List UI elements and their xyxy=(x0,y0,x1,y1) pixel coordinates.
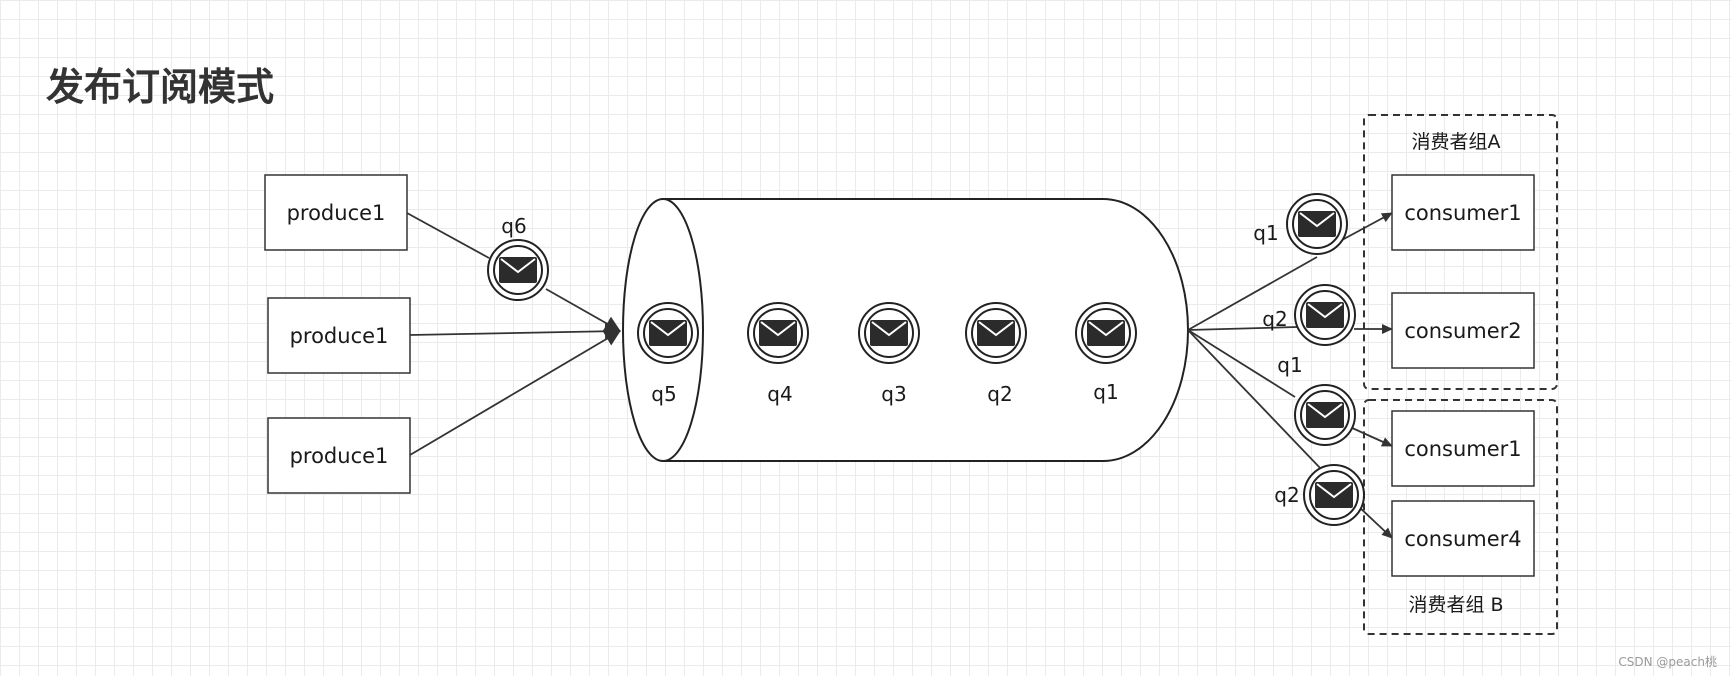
delivery-edge xyxy=(1187,329,1323,471)
consumer-box: consumer4 xyxy=(1391,500,1535,577)
consumer-label: consumer2 xyxy=(1404,319,1521,343)
envelope-icon xyxy=(869,319,909,347)
message-node xyxy=(1303,464,1365,526)
envelope-icon xyxy=(1314,481,1354,509)
producer-box: produce1 xyxy=(267,297,411,374)
consumer-group: 消费者组 B xyxy=(1363,399,1558,635)
envelope-icon xyxy=(1086,319,1126,347)
consumer-group: 消费者组A xyxy=(1363,114,1558,390)
message-node xyxy=(747,302,809,364)
consumer-box: consumer1 xyxy=(1391,410,1535,487)
envelope-icon xyxy=(758,319,798,347)
delivery-edge xyxy=(1357,505,1393,539)
consumer-label: consumer4 xyxy=(1404,527,1521,551)
message-label: q6 xyxy=(501,214,526,238)
page-title: 发布订阅模式 xyxy=(46,65,275,109)
message-label: q2 xyxy=(1274,483,1299,507)
message-label: q4 xyxy=(767,382,792,406)
message-node xyxy=(487,239,549,301)
delivery-edge xyxy=(1187,256,1318,331)
watermark: CSDN @peach桃 xyxy=(1618,655,1717,669)
delivery-edge xyxy=(1341,212,1393,241)
delivery-edge xyxy=(1187,329,1296,398)
message-label: q1 xyxy=(1093,380,1118,404)
consumer-box: consumer2 xyxy=(1391,292,1535,369)
message-node xyxy=(965,302,1027,364)
envelope-icon xyxy=(648,319,688,347)
producer-edge xyxy=(545,288,621,332)
consumer-group-label: 消费者组 B xyxy=(1408,594,1503,616)
message-label: q2 xyxy=(987,382,1012,406)
message-label: q5 xyxy=(651,382,676,406)
consumer-box: consumer1 xyxy=(1391,174,1535,251)
message-label: q1 xyxy=(1253,221,1278,245)
envelope-icon xyxy=(498,256,538,284)
producer-label: produce1 xyxy=(290,324,389,348)
envelope-icon xyxy=(1305,301,1345,329)
message-label: q2 xyxy=(1262,307,1287,331)
consumer-label: consumer1 xyxy=(1404,437,1521,461)
envelope-icon xyxy=(1297,210,1337,238)
message-node xyxy=(637,302,699,364)
producer-edge xyxy=(406,212,490,259)
producer-label: produce1 xyxy=(290,444,389,468)
envelope-icon xyxy=(976,319,1016,347)
delivery-edge xyxy=(1349,426,1393,447)
message-node xyxy=(1294,284,1356,346)
producer-box: produce1 xyxy=(267,417,411,494)
message-node xyxy=(1294,384,1356,446)
message-node xyxy=(858,302,920,364)
producer-edge xyxy=(409,330,621,456)
consumer-group-label: 消费者组A xyxy=(1412,131,1501,153)
producer-box: produce1 xyxy=(264,174,408,251)
message-node xyxy=(1075,302,1137,364)
delivery-edge xyxy=(1187,326,1298,331)
producer-label: produce1 xyxy=(287,201,386,225)
message-node xyxy=(1286,193,1348,255)
envelope-icon xyxy=(1305,401,1345,429)
message-label: q3 xyxy=(881,382,906,406)
consumer-label: consumer1 xyxy=(1404,201,1521,225)
producer-edge xyxy=(409,323,621,340)
message-label: q1 xyxy=(1277,353,1302,377)
